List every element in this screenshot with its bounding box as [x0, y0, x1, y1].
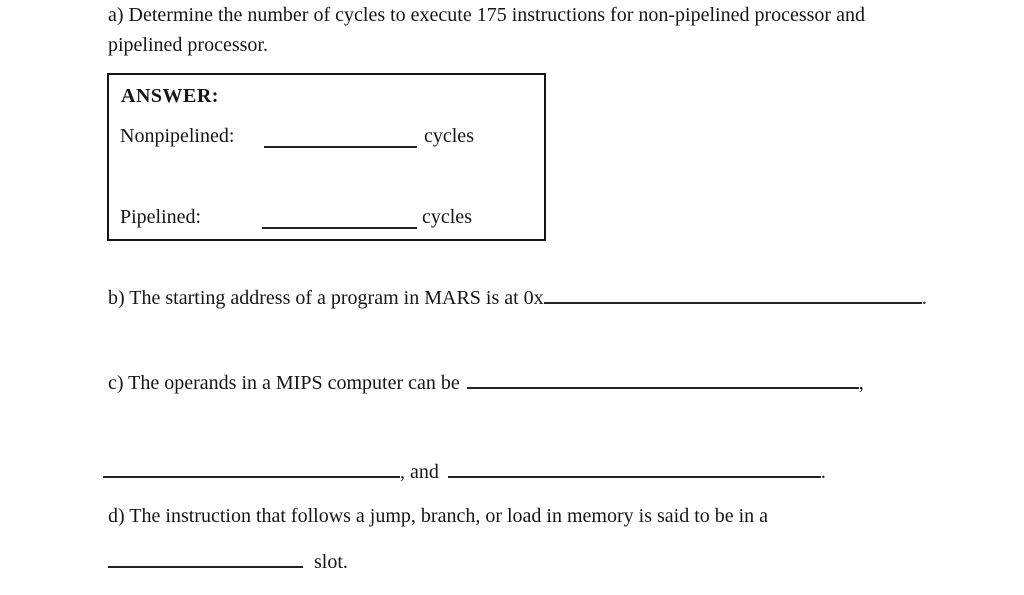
- question-b-text: b) The starting address of a program in …: [108, 287, 544, 309]
- question-c-comma: ,: [858, 372, 864, 394]
- question-d-answer-blank: [108, 566, 303, 568]
- question-a-line2: pipelined processor.: [108, 34, 268, 56]
- question-c-text: c) The operands in a MIPS computer can b…: [108, 372, 460, 394]
- pipelined-unit-label: cycles: [422, 206, 472, 228]
- nonpipelined-answer-blank: [264, 125, 417, 148]
- question-c-and-text: , and: [400, 461, 439, 483]
- pipelined-label: Pipelined:: [120, 206, 202, 228]
- pipelined-answer-blank: [262, 206, 417, 229]
- question-c-period: .: [820, 461, 826, 483]
- nonpipelined-label: Nonpipelined:: [120, 125, 235, 147]
- question-a-line1: a) Determine the number of cycles to exe…: [108, 4, 865, 26]
- question-d-slot-text: slot.: [314, 551, 348, 573]
- question-d-line2: slot.: [108, 550, 348, 575]
- nonpipelined-unit-label: cycles: [424, 125, 474, 147]
- answer-box-title: ANSWER:: [121, 85, 219, 107]
- question-c-answer-blank-2: [103, 476, 400, 478]
- question-c-answer-blank-1: [466, 387, 859, 389]
- answer-box: ANSWER: Nonpipelined: cycles Pipelined: …: [107, 73, 546, 241]
- question-d-line1: d) The instruction that follows a jump, …: [108, 505, 769, 527]
- question-c-answer-blank-3: [447, 476, 821, 478]
- question-b-line: b) The starting address of a program in …: [108, 286, 927, 311]
- question-c-line1: c) The operands in a MIPS computer can b…: [108, 371, 864, 396]
- question-b-period: .: [921, 287, 927, 309]
- question-c-line2: , and.: [103, 460, 826, 485]
- question-b-answer-blank: [543, 302, 922, 304]
